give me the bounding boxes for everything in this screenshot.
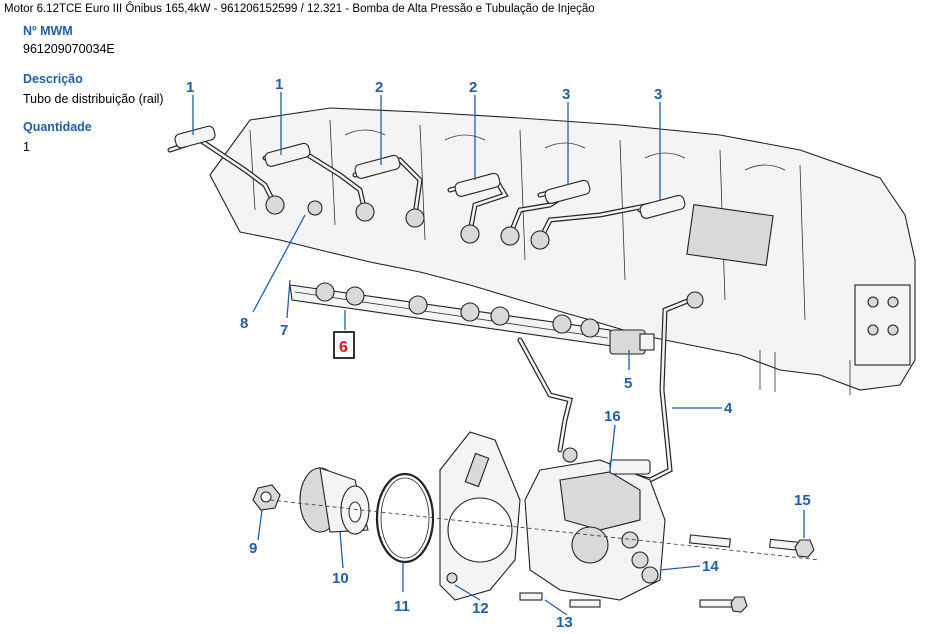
quantity-value: 1	[23, 140, 30, 154]
callout-9: 9	[249, 540, 257, 557]
breadcrumb: Motor 6.12TCE Euro III Ônibus 165,4kW - …	[4, 3, 595, 15]
callout-15: 15	[794, 492, 811, 509]
callout-13: 13	[556, 614, 573, 631]
high-pressure-pump	[524, 447, 666, 601]
callout-6-box	[333, 331, 355, 359]
callout-16: 16	[604, 408, 621, 425]
pump-flange	[439, 431, 521, 601]
injection-pipes	[167, 125, 686, 243]
distribution-rail	[289, 282, 655, 355]
callout-1b: 1	[275, 76, 283, 93]
callout-1a: 1	[186, 79, 194, 96]
callout-6: 6	[339, 339, 348, 356]
callout-7: 7	[280, 322, 288, 339]
pump-bolts	[519, 534, 815, 613]
description-value: Tubo de distribuição (rail)	[23, 92, 164, 106]
o-ring	[375, 472, 435, 564]
gear-nut	[252, 484, 281, 511]
part-number-value: 961209070034E	[23, 42, 115, 56]
callout-10: 10	[332, 570, 349, 587]
callout-2b: 2	[469, 79, 477, 96]
quantity-label: Quantidade	[23, 120, 92, 134]
callout-5: 5	[624, 375, 632, 392]
engine-block	[209, 107, 916, 395]
callout-3b: 3	[654, 86, 662, 103]
leader-lines	[192, 92, 805, 616]
callout-11: 11	[394, 598, 410, 615]
description-label: Descrição	[23, 72, 83, 86]
callout-4: 4	[724, 400, 733, 417]
callout-14: 14	[702, 558, 719, 575]
drive-gear	[299, 467, 370, 535]
callout-3a: 3	[562, 86, 570, 103]
callout-2a: 2	[375, 79, 383, 96]
part-number-label: Nº MWM	[23, 24, 73, 38]
callout-8: 8	[240, 315, 248, 332]
injector-nuts	[265, 195, 550, 250]
callout-12: 12	[472, 600, 489, 617]
